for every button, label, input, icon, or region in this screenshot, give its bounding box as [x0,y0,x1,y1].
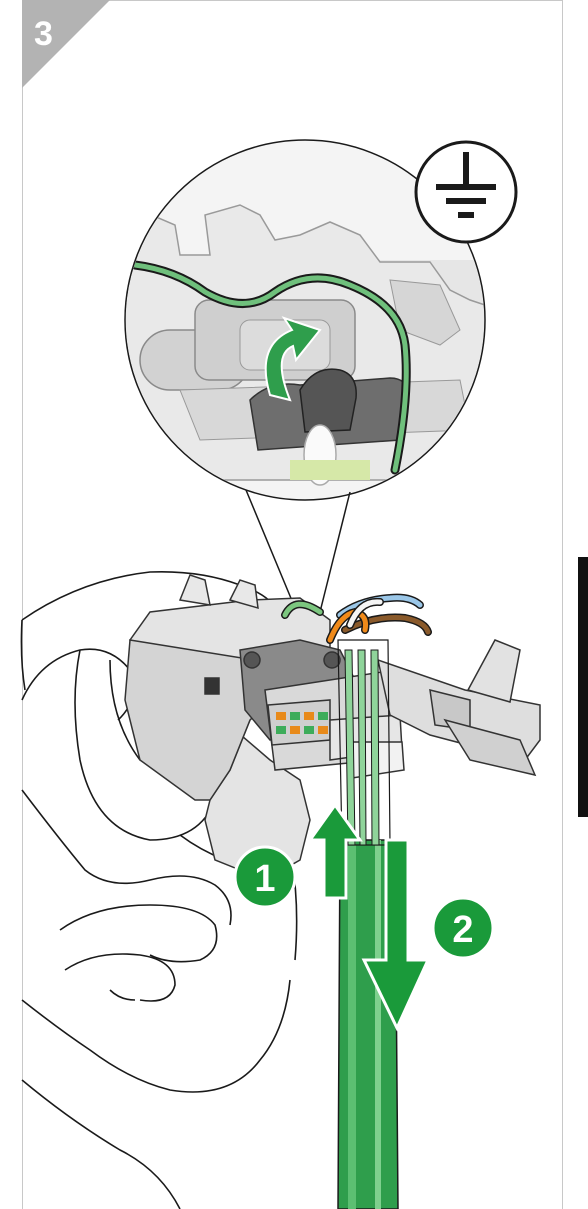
step-badge-2: 2 [433,898,493,958]
badge-1-label: 1 [254,858,275,900]
badge-2-label: 2 [452,909,473,951]
pointer-line-right [318,492,350,620]
ground-symbol-icon [416,142,516,242]
step-badge-1: 1 [235,847,295,907]
step-number: 3 [34,14,74,54]
